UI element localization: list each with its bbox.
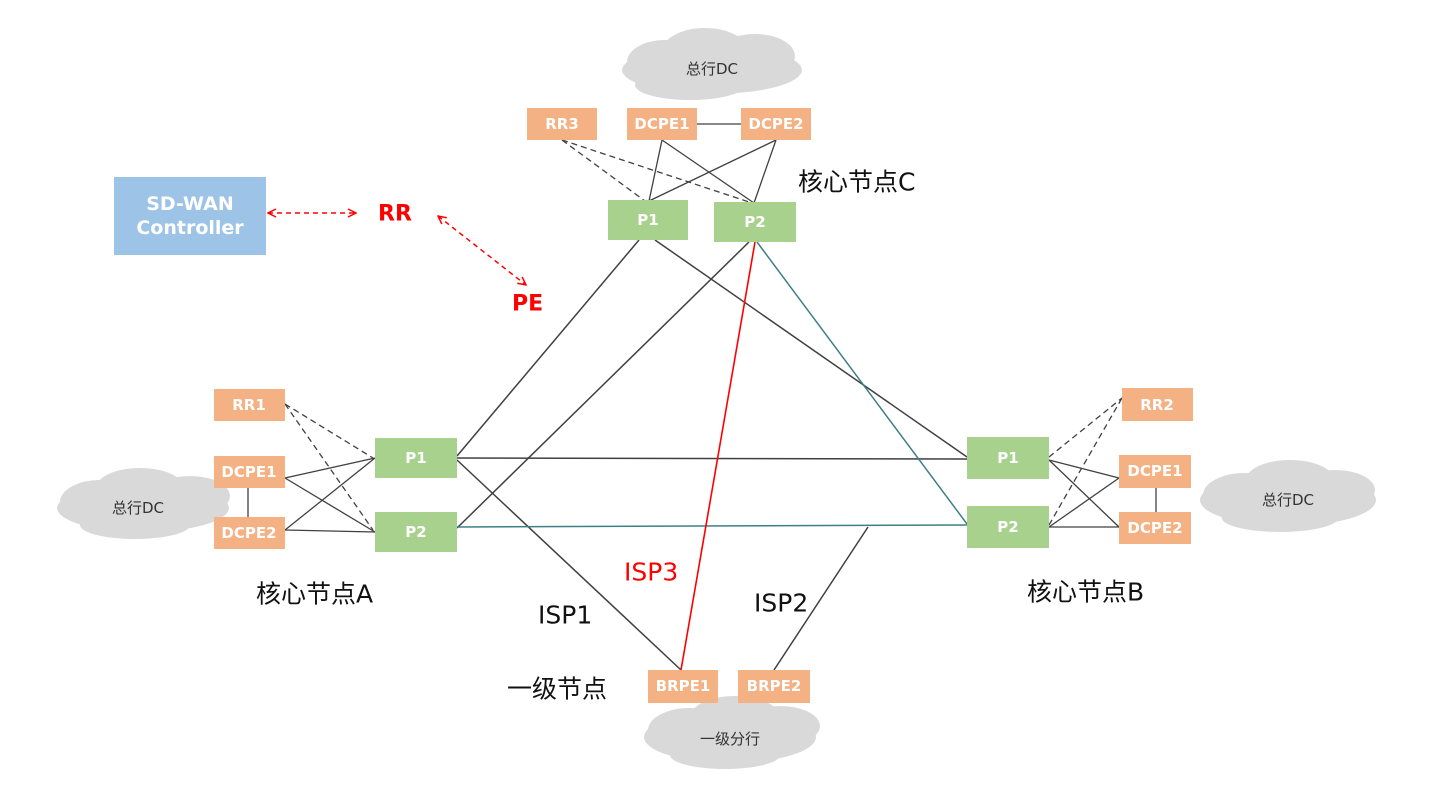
- a-p1-label: P1: [405, 449, 426, 467]
- c-p1-label: P1: [637, 211, 658, 229]
- core-c-rr-links: [561, 139, 753, 204]
- brpe2-label: BRPE2: [747, 677, 802, 695]
- cloud-right: [1200, 460, 1376, 532]
- controller-line1: SD-WAN: [146, 193, 234, 215]
- core-a-links: [247, 457, 376, 533]
- sd-wan-controller-box: SD-WAN Controller: [114, 177, 266, 255]
- cloud-left: [57, 468, 230, 539]
- brpe2-box: [738, 670, 810, 703]
- a-dcpe2-box: [214, 517, 285, 549]
- cloud-top: [622, 28, 802, 100]
- a-p2-label: P2: [405, 523, 426, 541]
- isp1-label: ISP1: [538, 601, 592, 630]
- b-dcpe1-label: DCPE1: [1127, 462, 1182, 480]
- rr1-label: RR1: [232, 396, 266, 414]
- core-c-links: [648, 123, 777, 204]
- rr3-label: RR3: [545, 115, 579, 133]
- a-p2-box: [375, 512, 457, 552]
- core-b-links: [1048, 459, 1157, 528]
- wan-links-teal: [456, 241, 968, 528]
- c-dcpe2-box: [741, 108, 811, 140]
- c-dcpe2-label: DCPE2: [748, 115, 803, 133]
- rr2-label: RR2: [1140, 396, 1174, 414]
- b-dcpe2-label: DCPE2: [1127, 519, 1182, 537]
- c-dcpe1-label: DCPE1: [634, 115, 689, 133]
- b-p2-label: P2: [997, 518, 1018, 536]
- c-p2-box: [714, 202, 796, 242]
- core-b-rr-links: [1048, 397, 1123, 526]
- node-b-label: 核心节点B: [1027, 578, 1144, 607]
- cloud-top-label: 总行DC: [686, 60, 738, 78]
- b-dcpe2-box: [1119, 512, 1191, 544]
- b-dcpe1-box: [1119, 455, 1191, 488]
- c-p2-label: P2: [744, 213, 765, 231]
- rr3-box: [527, 108, 597, 140]
- cloud-bottom-label: 一级分行: [700, 730, 760, 748]
- a-dcpe1-label: DCPE1: [221, 463, 276, 481]
- brpe1-box: [648, 670, 718, 703]
- controller-line2: Controller: [136, 217, 244, 239]
- node-c-label: 核心节点C: [798, 168, 915, 197]
- a-p1-box: [375, 438, 457, 478]
- arrow-rr-pe: [438, 216, 526, 285]
- rr2-box: [1122, 388, 1193, 421]
- brpe1-label: BRPE1: [656, 677, 711, 695]
- b-p1-label: P1: [997, 449, 1018, 467]
- c-dcpe1-box: [627, 108, 697, 140]
- node-a-label: 核心节点A: [256, 580, 373, 609]
- isp2-label: ISP2: [754, 589, 808, 618]
- pe-label: PE: [512, 292, 543, 317]
- a-dcpe2-label: DCPE2: [221, 524, 276, 542]
- node-level1-label: 一级节点: [507, 675, 607, 704]
- b-p1-box: [967, 437, 1049, 479]
- isp3-label: ISP3: [624, 558, 678, 587]
- cloud-right-label: 总行DC: [1262, 491, 1314, 509]
- core-a-rr-links: [284, 403, 374, 531]
- wan-links: [456, 239, 968, 688]
- isp3-link: [680, 241, 756, 671]
- c-p1-box: [608, 200, 688, 240]
- a-dcpe1-box: [214, 456, 285, 488]
- cloud-left-label: 总行DC: [112, 499, 164, 517]
- rr-label: RR: [378, 202, 412, 227]
- cloud-bottom: [644, 696, 820, 769]
- b-p2-box: [967, 506, 1049, 548]
- rr1-box: [214, 389, 285, 421]
